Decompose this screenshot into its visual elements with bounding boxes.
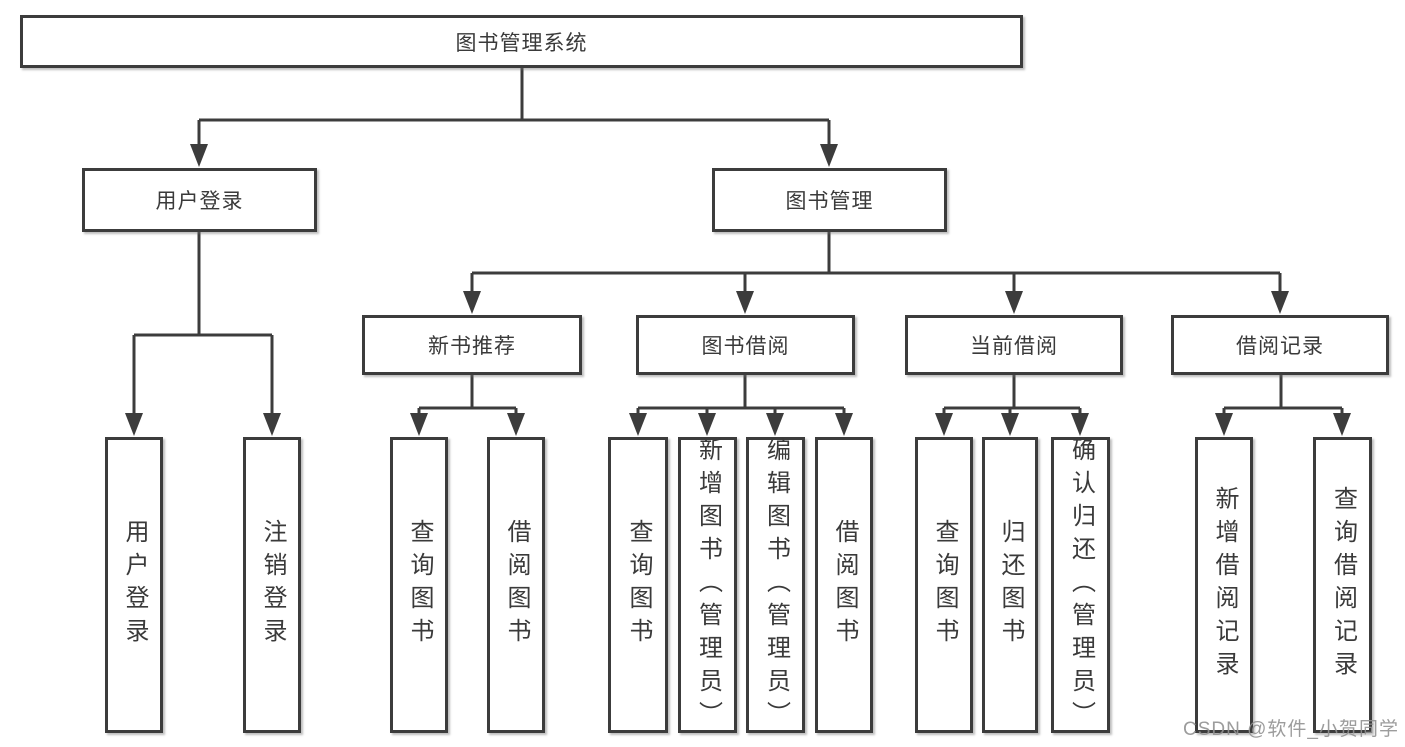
leaf-query-borrow-record: 查询借阅记录 — [1313, 437, 1372, 733]
node-new-book-recommend-label: 新书推荐 — [428, 335, 516, 358]
node-book-management-label: 图书管理 — [785, 190, 874, 213]
node-root-label: 图书管理系统 — [455, 31, 588, 55]
leaf-query-books-recommend: 查询图书 — [390, 437, 448, 733]
node-user-login-label: 用户登录 — [155, 190, 244, 213]
node-current-borrowing: 当前借阅 — [905, 315, 1123, 375]
leaf-borrow-books-borrowing: 借阅图书 — [815, 437, 873, 733]
leaf-query-books-recommend-label: 查询图书 — [406, 519, 433, 651]
leaf-add-book-admin: 新增图书（管理员） — [678, 436, 737, 734]
node-book-management: 图书管理 — [712, 168, 947, 232]
node-book-borrowing: 图书借阅 — [636, 315, 855, 375]
leaf-borrow-books-recommend-label: 借阅图书 — [503, 519, 530, 651]
leaf-logout-label: 注销登录 — [259, 519, 286, 651]
leaf-return-book-label: 归还图书 — [997, 519, 1024, 651]
leaf-user-login-label: 用户登录 — [121, 519, 148, 651]
arrowheads — [125, 144, 1351, 436]
leaf-add-borrow-record: 新增借阅记录 — [1195, 437, 1253, 733]
leaf-borrow-books-borrowing-label: 借阅图书 — [831, 519, 858, 651]
node-borrow-records: 借阅记录 — [1171, 315, 1389, 375]
leaf-confirm-return-admin-label: 确认归还（管理员） — [1067, 436, 1095, 734]
leaf-add-book-admin-label: 新增图书（管理员） — [694, 436, 722, 734]
leaf-query-borrow-record-label: 查询借阅记录 — [1329, 486, 1357, 684]
leaf-user-login: 用户登录 — [105, 437, 163, 733]
leaf-add-borrow-record-label: 新增借阅记录 — [1211, 486, 1238, 684]
node-root-system: 图书管理系统 — [20, 15, 1023, 68]
node-book-borrowing-label: 图书借阅 — [701, 335, 790, 358]
leaf-query-books-current-label: 查询图书 — [931, 519, 958, 651]
node-new-book-recommend: 新书推荐 — [362, 315, 582, 375]
node-user-login: 用户登录 — [82, 168, 317, 232]
leaf-return-book: 归还图书 — [982, 437, 1038, 733]
leaf-confirm-return-admin: 确认归还（管理员） — [1051, 436, 1110, 734]
leaf-query-books-borrowing-label: 查询图书 — [625, 519, 652, 651]
leaf-edit-book-admin: 编辑图书（管理员） — [746, 436, 805, 734]
leaf-borrow-books-recommend: 借阅图书 — [487, 437, 545, 733]
leaf-logout: 注销登录 — [243, 437, 301, 733]
node-current-borrowing-label: 当前借阅 — [970, 335, 1058, 358]
node-borrow-records-label: 借阅记录 — [1236, 335, 1324, 358]
leaf-query-books-current: 查询图书 — [915, 437, 973, 733]
leaf-edit-book-admin-label: 编辑图书（管理员） — [762, 436, 790, 734]
watermark-csdn: CSDN @软件_小贺同学 — [1183, 719, 1399, 740]
leaf-query-books-borrowing: 查询图书 — [608, 437, 668, 733]
